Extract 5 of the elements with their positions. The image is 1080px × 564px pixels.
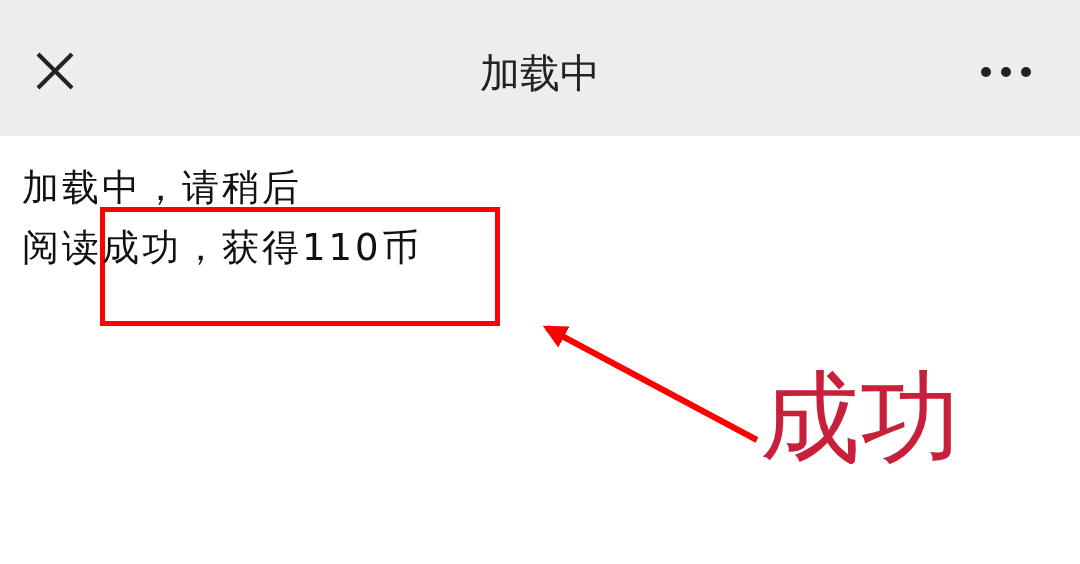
body-text: 加载中，请稍后	[22, 165, 302, 211]
page-title: 加载中	[480, 49, 600, 98]
arrow	[542, 325, 759, 443]
highlight-frame	[100, 207, 500, 326]
annotation-text: 成功	[760, 360, 970, 475]
